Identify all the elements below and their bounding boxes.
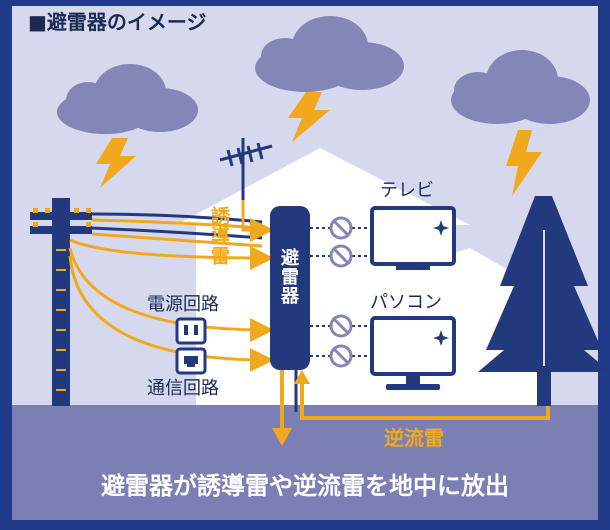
block-icon-3 [329,314,353,338]
arrester-label: 避雷器 [278,248,299,305]
power-outlet-icon [175,317,207,345]
caption: 避雷器が誘導雷や逆流雷を地中に放出 [101,472,509,500]
ground-discharge-arrow [272,370,292,446]
comm-circuit-label: 通信回路 [147,378,219,399]
induced-lightning-label: 誘導雷 [208,206,230,266]
block-icon-2 [329,244,353,268]
arrester-device [270,206,310,370]
tv-icon [370,206,456,270]
device-connections [310,227,370,357]
reverse-surge-arrowhead [294,370,310,384]
page-title: ■避雷器のイメージ [28,10,207,34]
utility-pole-icon [30,198,92,406]
cloud-left-icon [57,64,198,134]
induced-surge-lines [68,200,274,372]
pc-monitor-icon [370,316,456,390]
block-icon-1 [329,216,353,240]
tv-label: テレビ [380,180,434,201]
ground-band [12,405,598,520]
lightning-right-icon [506,130,542,196]
reverse-lightning-label: 逆流雷 [384,426,444,450]
pc-label: パソコン [370,292,442,313]
cloud-right-icon [451,50,590,124]
power-circuit-label: 電源回路 [147,294,219,315]
network-jack-icon [175,347,207,375]
tree-icon [478,196,610,406]
lightning-left-icon [96,138,136,188]
block-icon-4 [329,344,353,368]
lightning-center-icon [288,92,330,142]
cloud-center-icon [255,16,404,92]
